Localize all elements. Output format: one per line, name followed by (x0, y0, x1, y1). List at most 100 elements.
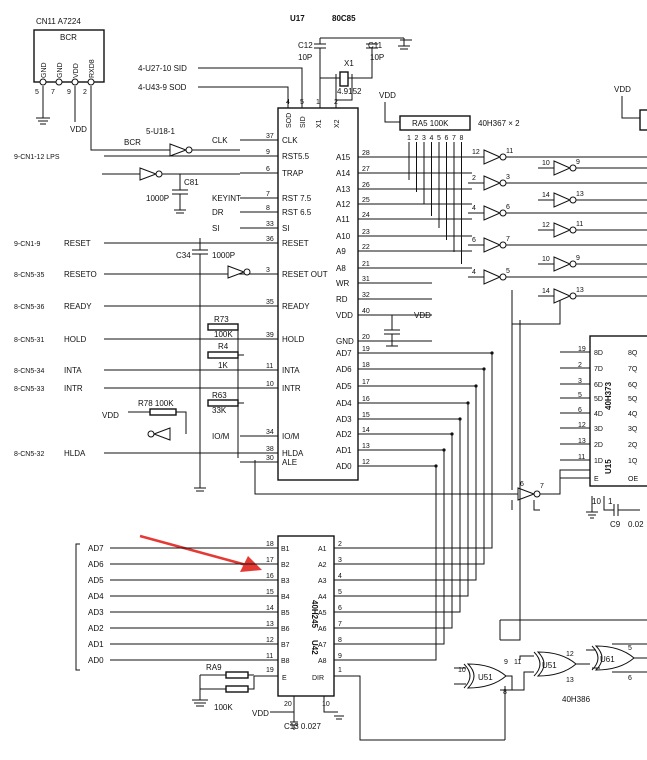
u42-left-pin: B6 (281, 626, 290, 633)
cpu-right-pin-name: AD6 (336, 365, 352, 374)
u51-b-label: U51 (542, 661, 557, 670)
cpu-right-pin-name: RD (336, 295, 348, 304)
u15-part: 40H373 (604, 381, 613, 410)
cpu-left-pin-num: 35 (266, 299, 274, 306)
cpu-left-signal: READY (64, 302, 92, 311)
cpu-top-pin-num: 5 (300, 99, 304, 106)
u17-ref: U17 (290, 14, 305, 23)
r63-label: R63 (212, 391, 227, 400)
cpu-top-pin-name: SID (300, 116, 307, 128)
xor-part: 40H386 (562, 695, 591, 704)
cpu-right-pin-num: 15 (362, 412, 370, 419)
cpu-left-pin-name: RST 6.5 (282, 208, 312, 217)
u42-right-pin: A7 (318, 642, 327, 649)
annotation-arrow (139, 534, 262, 572)
cpu-left-ext-ref: 8-CN5-34 (14, 368, 44, 375)
u15-right-pin: 5Q (628, 396, 638, 403)
ra5-vdd: VDD (379, 91, 396, 100)
x1-label: X1 (344, 59, 354, 68)
u42-right-pin: A1 (318, 546, 327, 553)
xor-pin: 5 (628, 645, 632, 652)
u42-gnd-num: 10 (322, 701, 330, 708)
ra5-pin-num: 8 (460, 135, 464, 142)
u15-oe-pin: 1 (608, 497, 613, 506)
data-bus-line (334, 385, 477, 581)
u42-vdd: VDD (252, 709, 269, 718)
cpu-right-pin-num: 27 (362, 166, 370, 173)
cpu-left-pin-name: HLDA (282, 449, 304, 458)
c12-value: 10P (298, 53, 312, 62)
junction-dot (474, 384, 478, 388)
c12-label: C12 (298, 41, 313, 50)
cpu-left-pin-num: 11 (266, 363, 273, 370)
u15-left-pin-num: 6 (578, 407, 582, 414)
u42-right-pin-num: 4 (338, 573, 342, 580)
cpu-right-pin-num: 12 (362, 459, 370, 466)
cpu-right-pin-name: AD2 (336, 430, 352, 439)
cpu-left-signal: RESET (64, 239, 91, 248)
u42-bus-label: AD3 (88, 608, 104, 617)
c34-label: C34 (176, 251, 191, 260)
cpu-right-pin-num: 13 (362, 443, 370, 450)
u15-gnd-pin: 10 (592, 497, 601, 506)
u15-left-pin-num: 19 (578, 346, 586, 353)
sod-label: 4-U43-9 SOD (138, 83, 187, 92)
cpu-left-pin-name: TRAP (282, 169, 303, 178)
ra5-pin-num: 6 (445, 135, 449, 142)
buffer-gate-icon (483, 205, 502, 221)
connector-pin-icon (39, 78, 47, 86)
cpu-left-pin-name: READY (282, 302, 310, 311)
u42-left-pin-num: 16 (266, 573, 274, 580)
buffer-pin-num: 6 (506, 204, 510, 211)
r73-value: 100K (214, 330, 233, 339)
u42-left-pin: B5 (281, 610, 290, 617)
cpu-left-pin-num: 36 (266, 236, 274, 243)
cpu-right-pin-num: 26 (362, 182, 370, 189)
u18-label: 5-U18-1 (146, 127, 175, 136)
cn11-pin-num: 5 (35, 89, 39, 96)
u42-bus-label: AD0 (88, 656, 104, 665)
c9-value: 0.02 (628, 520, 644, 529)
cn11-pin-label: GND (41, 62, 48, 78)
cpu-left-pin-name: SI (282, 224, 290, 233)
cpu-left-signal: CLK (212, 136, 228, 145)
cn11-pin-num: 9 (67, 89, 71, 96)
cpu-left-ext-ref: 9-CN1-9 (14, 241, 41, 248)
cpu-right-pin-num: 40 (362, 308, 370, 315)
data-bus (334, 320, 521, 661)
cpu-top-pin-name: SOD (286, 113, 293, 128)
u42-right-pin-num: 7 (338, 621, 342, 628)
cpu-right-pin-name: VDD (336, 311, 353, 320)
right-vdd: VDD (614, 85, 631, 94)
buffer-pin-num: 14 (542, 288, 550, 295)
ra9-value: 100K (214, 703, 233, 712)
data-bus-line (334, 368, 485, 565)
cpu-left-ext-ref: 8-CN5-36 (14, 304, 44, 311)
x1-freq: 4.9152 (337, 87, 362, 96)
left-components: 5-U18-1 BCR C81 1000P C34 1000P R73 100K… (102, 127, 251, 492)
xor-pin: 13 (566, 677, 574, 684)
cpu-right-pin-name: AD4 (336, 399, 352, 408)
cpu-left-pin-num: 37 (266, 133, 274, 140)
cn11-pin-label: RXD8 (89, 59, 96, 78)
u17-cpu-body (277, 107, 359, 481)
data-bus-line (334, 418, 461, 613)
u42-left-pin: B8 (281, 658, 290, 665)
u42-left-pin-num: 14 (266, 605, 274, 612)
buffer-pin-num: 5 (506, 268, 510, 275)
u15-left-pin-num: 2 (578, 362, 582, 369)
buffer-pin-num: 9 (576, 159, 580, 166)
cpu-left-pin-num: 6 (266, 166, 270, 173)
cpu-left-pin-name: INTA (282, 366, 300, 375)
u42-right-pin: A6 (318, 626, 327, 633)
u42-bus-label: AD6 (88, 560, 104, 569)
u51-a-label: U51 (478, 673, 493, 682)
u15-right-pin: 2Q (628, 442, 638, 449)
buffer-gate-icon (553, 222, 572, 238)
cpu-right-pin-name: AD0 (336, 462, 352, 471)
cpu-top-pin-name: X2 (334, 119, 341, 128)
u42-left-pin: B1 (281, 546, 290, 553)
buffer-pin-num: 12 (542, 222, 550, 229)
dir-control-line (500, 320, 521, 641)
u15-left-pin-num: 13 (578, 438, 586, 445)
